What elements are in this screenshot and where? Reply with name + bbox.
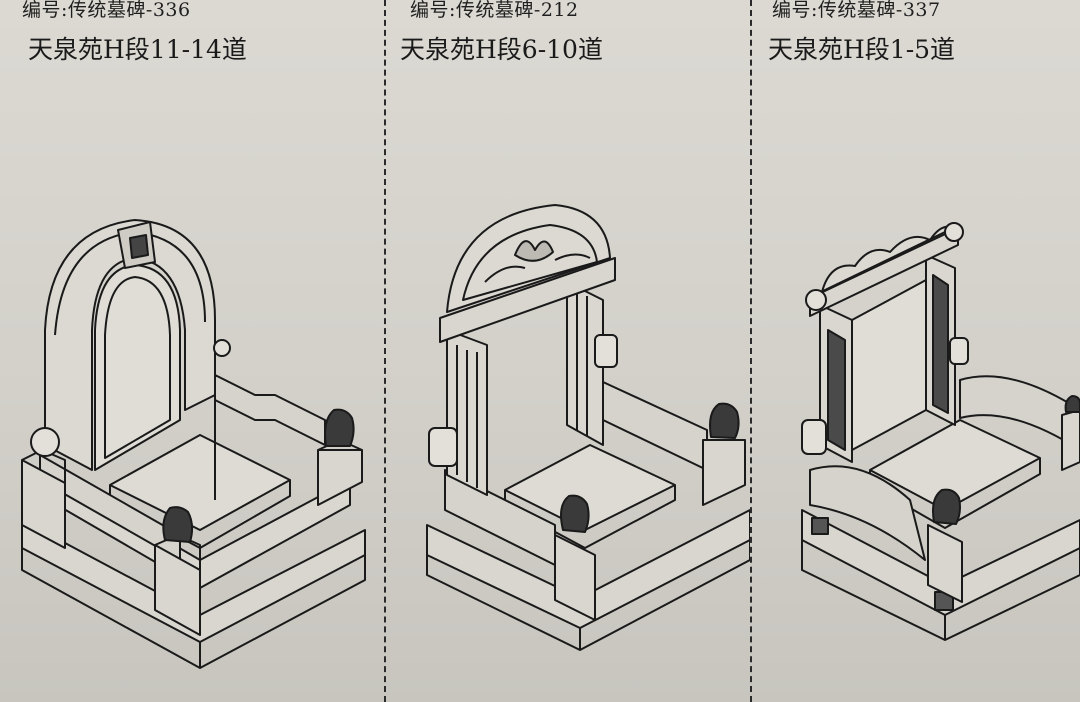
tombstone-drawing xyxy=(0,0,385,702)
item-location: 天泉苑H段1-5道 xyxy=(768,35,956,64)
item-code: 编号:传统墓碑-336 xyxy=(22,0,191,21)
item-location: 天泉苑H段11-14道 xyxy=(28,35,247,64)
dashed-divider xyxy=(384,0,386,702)
tombstone-item-212: 编号:传统墓碑-212 天泉苑H段6-10道 xyxy=(385,0,750,702)
tombstone-drawing xyxy=(385,0,750,702)
item-code: 编号:传统墓碑-212 xyxy=(410,0,579,21)
tombstone-item-337: 编号:传统墓碑-337 天泉苑H段1-5道 xyxy=(750,0,1080,702)
tombstone-item-336: 编号:传统墓碑-336 天泉苑H段11-14道 xyxy=(0,0,385,702)
item-code: 编号:传统墓碑-337 xyxy=(772,0,941,21)
tombstone-drawing xyxy=(750,0,1080,702)
item-location: 天泉苑H段6-10道 xyxy=(400,35,603,64)
dashed-divider xyxy=(750,0,752,702)
